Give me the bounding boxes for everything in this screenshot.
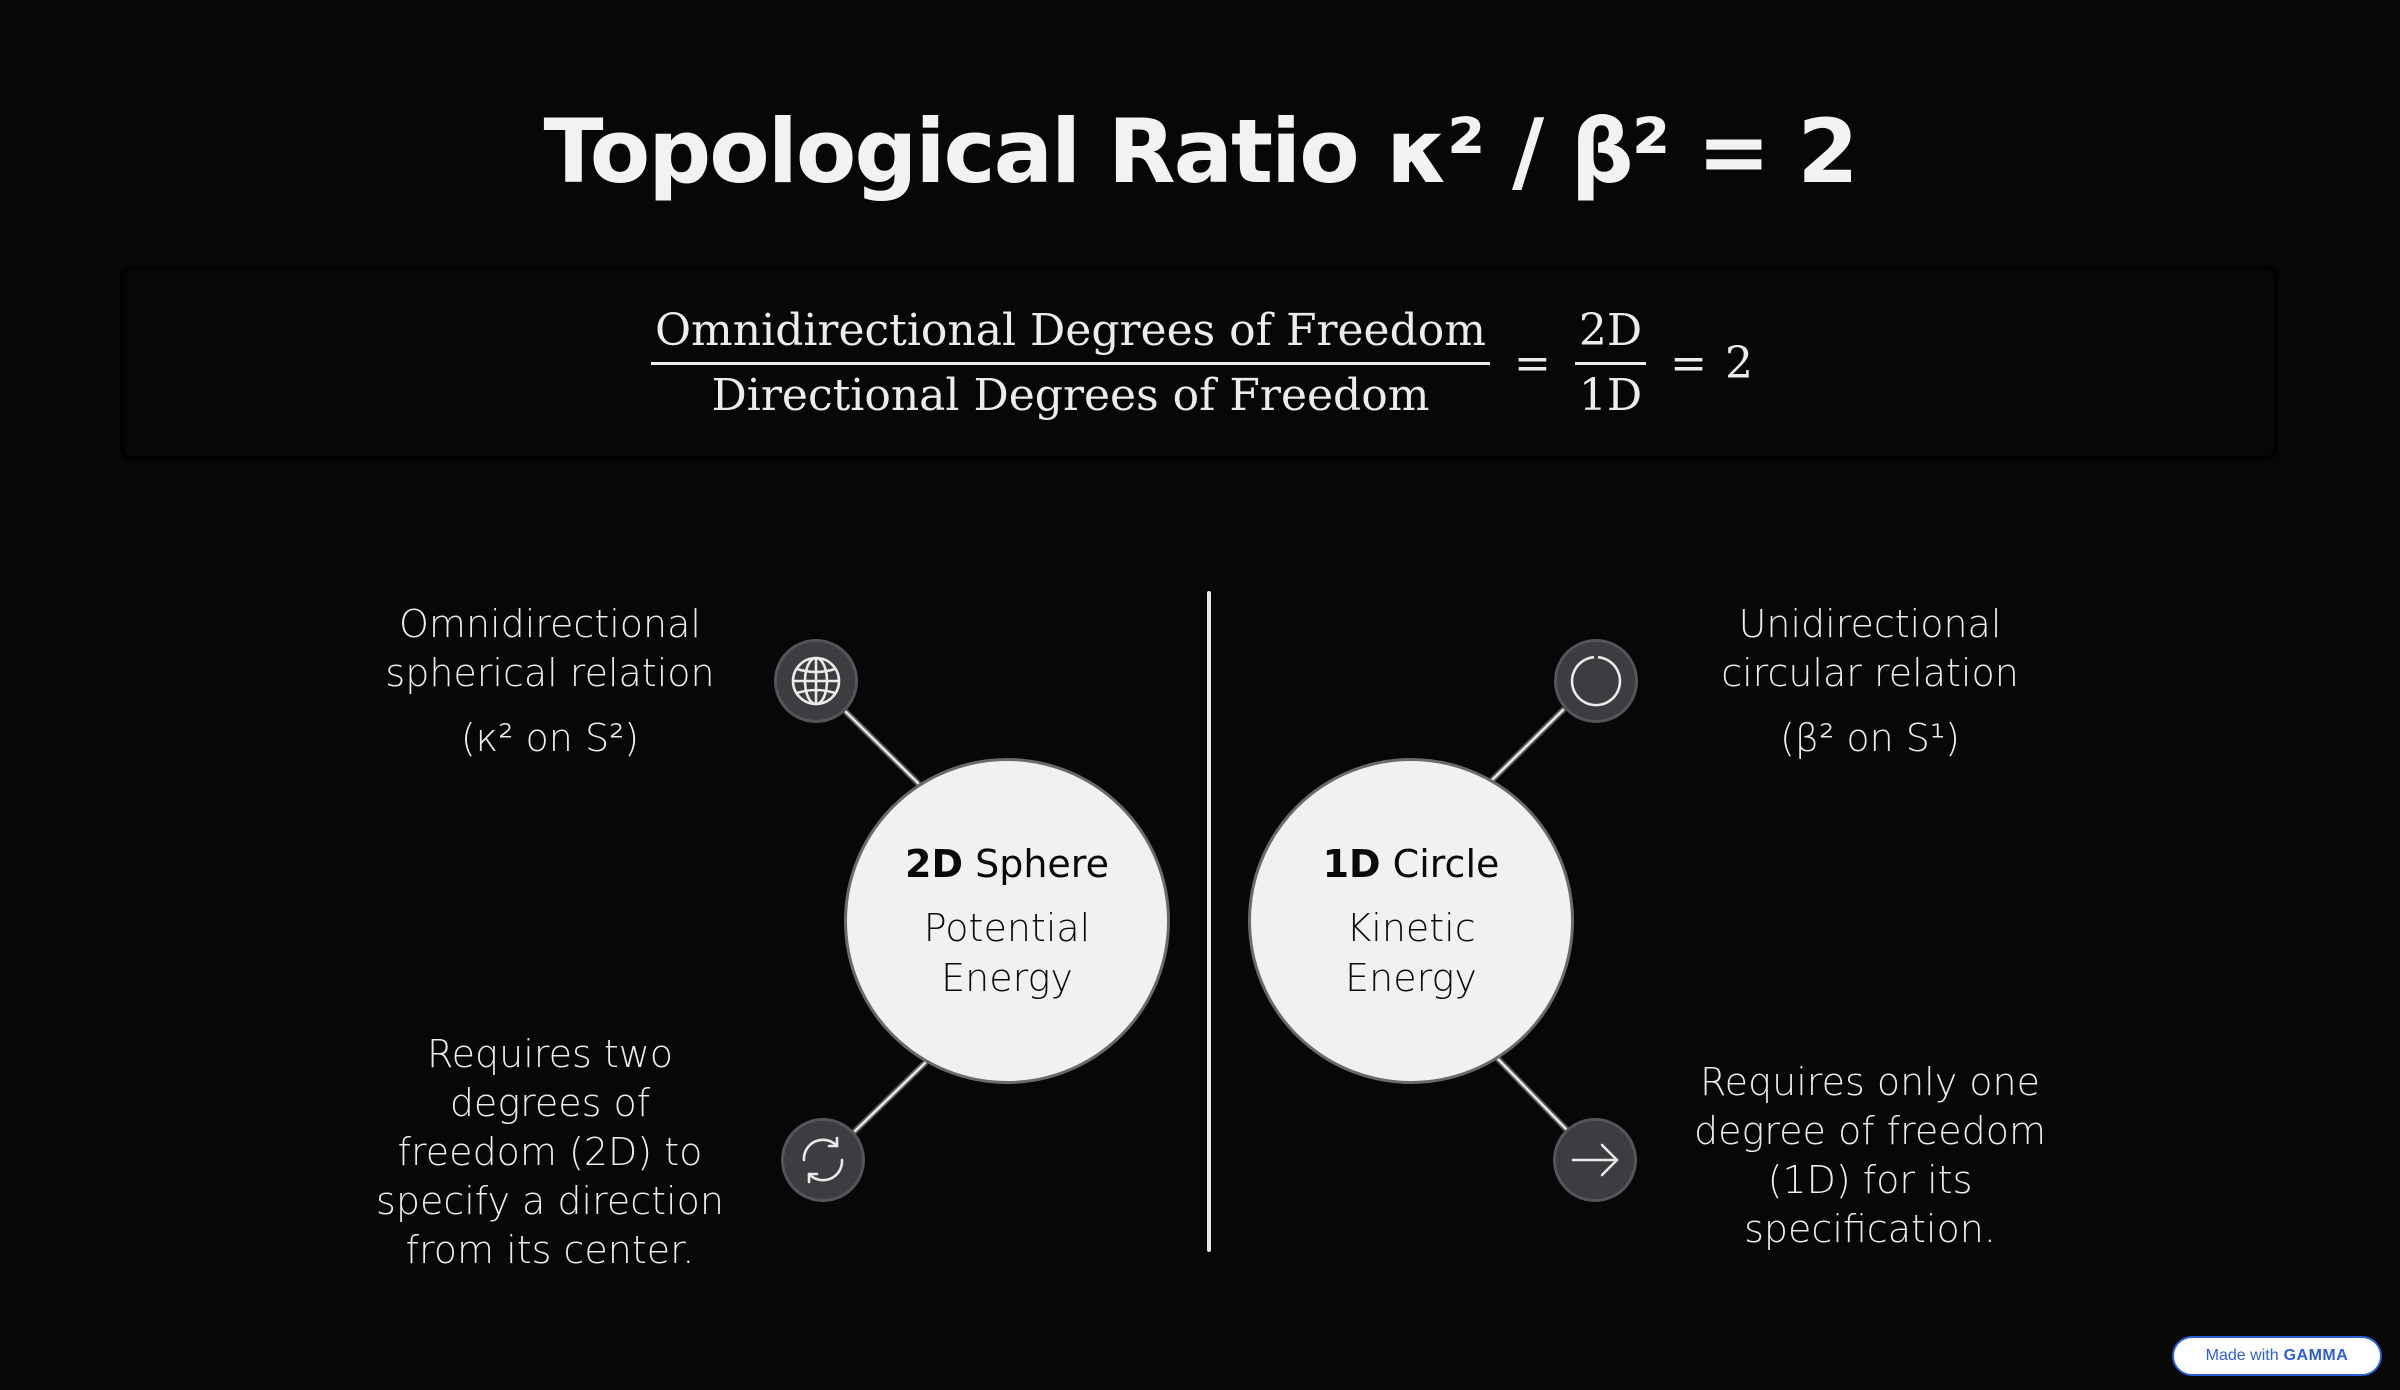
page-title: Topological Ratio κ² / β² = 2 xyxy=(543,100,1858,203)
formula-box: Omnidirectional Degrees of Freedom Direc… xyxy=(120,266,2278,460)
text-line: (1D) for its xyxy=(1767,1158,1973,1202)
fraction-bar xyxy=(1574,361,1647,365)
refresh-icon xyxy=(802,1136,844,1184)
ratio-denominator: 1D xyxy=(1578,369,1643,421)
right-top-description: Unidirectional circular relation (β² on … xyxy=(1660,600,2080,763)
equals-sign: = xyxy=(1670,337,1707,389)
center-divider xyxy=(1207,591,1211,1252)
ratio-numerator: 2D xyxy=(1578,304,1643,356)
circle-icon xyxy=(1570,655,1622,707)
text-line: spherical relation xyxy=(385,651,715,695)
text-line: degree of freedom xyxy=(1694,1109,2046,1153)
dimension-label: 2D xyxy=(905,842,964,886)
topology-formula: (β² on S¹) xyxy=(1780,716,1960,760)
arrow-icon-badge xyxy=(1553,1118,1637,1202)
shape-label: Circle xyxy=(1380,842,1500,886)
made-with-gamma-badge[interactable]: Made with GAMMA xyxy=(2172,1336,2382,1376)
shape-label: Sphere xyxy=(963,842,1109,886)
globe-icon-badge xyxy=(774,639,858,723)
right-bottom-description: Requires only one degree of freedom (1D)… xyxy=(1640,1058,2100,1254)
equals-sign: = xyxy=(1513,337,1551,389)
sphere-potential-energy-circle: 2D Sphere Potential Energy xyxy=(844,758,1170,1084)
text-line: Unidirectional xyxy=(1738,602,2002,646)
text-line: specify a direction xyxy=(376,1179,724,1223)
formula-numerator: Omnidirectional Degrees of Freedom xyxy=(654,304,1486,356)
text-line: freedom (2D) to xyxy=(397,1130,703,1174)
energy-label-line2: Energy xyxy=(1345,956,1477,1000)
energy-label-line2: Energy xyxy=(941,956,1073,1000)
text-line: Requires only one xyxy=(1699,1060,2041,1104)
fraction-bar xyxy=(650,361,1490,365)
badge-prefix: Made with xyxy=(2205,1347,2279,1364)
text-line: from its center. xyxy=(405,1228,695,1272)
dimension-label: 1D xyxy=(1322,842,1381,886)
globe-icon xyxy=(791,656,841,706)
main-fraction: Omnidirectional Degrees of Freedom Direc… xyxy=(650,300,1490,427)
ratio-fraction: 2D 1D xyxy=(1574,300,1647,427)
text-line: Requires two xyxy=(426,1032,674,1076)
left-bottom-description: Requires two degrees of freedom (2D) to … xyxy=(330,1030,770,1275)
sphere-headline: 2D Sphere xyxy=(905,839,1109,889)
circle-icon-badge xyxy=(1554,639,1638,723)
text-line: circular relation xyxy=(1721,651,2019,695)
gamma-logo: GAMMA xyxy=(2283,1347,2349,1364)
text-line: specification. xyxy=(1744,1207,1996,1251)
arrow-right-icon xyxy=(1571,1143,1619,1177)
energy-label-line1: Kinetic xyxy=(1346,906,1476,950)
refresh-icon-badge xyxy=(781,1118,865,1202)
formula-result: 2 xyxy=(1725,337,1753,389)
ratio-formula: Omnidirectional Degrees of Freedom Direc… xyxy=(124,270,2274,456)
energy-label-line1: Potential xyxy=(923,906,1091,950)
text-line: degrees of xyxy=(449,1081,651,1125)
topology-formula: (κ² on S²) xyxy=(460,716,640,760)
formula-denominator: Directional Degrees of Freedom xyxy=(711,369,1430,421)
left-top-description: Omnidirectional spherical relation (κ² o… xyxy=(340,600,760,763)
circle-kinetic-energy-circle: 1D Circle Kinetic Energy xyxy=(1248,758,1574,1084)
circle-headline: 1D Circle xyxy=(1323,839,1500,889)
text-line: Omnidirectional xyxy=(399,602,701,646)
